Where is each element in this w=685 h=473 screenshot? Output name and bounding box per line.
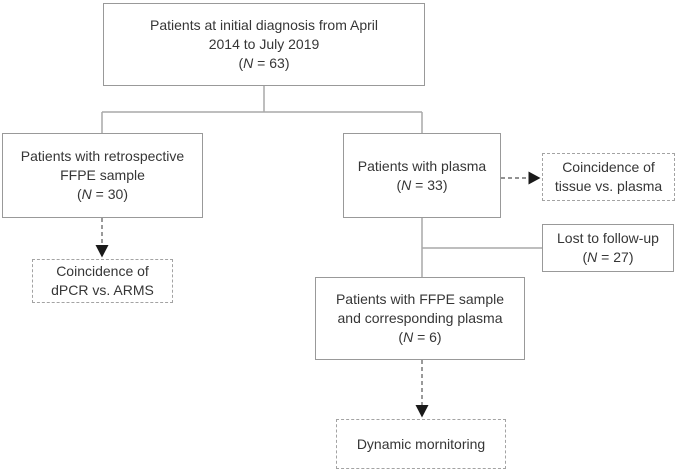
box-text-line: Coincidence of (562, 159, 655, 175)
box-ffpe-and-plasma: Patients with FFPE sample and correspond… (315, 277, 525, 360)
n-pre: ( (77, 186, 82, 202)
dashed-connectors (101, 177, 528, 405)
n-symbol: N (403, 329, 414, 345)
box-dpcr-coincidence: Coincidence of dPCR vs. ARMS (32, 259, 173, 303)
box-text-line: Patients with plasma (357, 157, 487, 174)
box-text-line: dPCR vs. ARMS (51, 282, 154, 298)
box-text-line: FFPE sample (60, 167, 145, 183)
solid-connectors (101, 86, 542, 278)
n-pre: ( (398, 329, 404, 345)
box-retrospective-ffpe: Patients with retrospective FFPE sample … (2, 133, 203, 218)
box-text-line: Lost to follow-up (557, 230, 659, 246)
box-text-line: Patients with retrospective (20, 148, 185, 164)
n-post: = 6) (413, 329, 442, 345)
n-symbol: N (243, 55, 254, 71)
n-symbol: N (81, 186, 92, 202)
n-pre: ( (238, 55, 244, 71)
box-plasma: Patients with plasma (N = 33) (343, 133, 501, 218)
box-text-line: Patients at initial diagnosis from April (150, 17, 378, 33)
box-dynamic-monitoring: Dynamic mornitoring (336, 419, 506, 469)
box-text-line: 2014 to July 2019 (208, 36, 320, 52)
n-post: = 63) (253, 55, 290, 71)
arrowhead-right-icon (528, 171, 541, 185)
box-initial-diagnosis: Patients at initial diagnosis from April… (103, 3, 425, 86)
box-lost-followup: Lost to follow-up (N = 27) (542, 224, 674, 272)
box-text-line: tissue vs. plasma (554, 178, 663, 194)
box-tissue-coincidence: Coincidence of tissue vs. plasma (542, 153, 675, 201)
n-count: (N = 6) (398, 328, 441, 347)
n-pre: ( (582, 249, 588, 265)
n-symbol: N (587, 249, 598, 265)
n-count: (N = 33) (397, 176, 448, 195)
n-count: (N = 27) (583, 248, 634, 267)
n-symbol: N (401, 176, 412, 193)
box-text-line: and corresponding plasma (337, 310, 503, 326)
arrowhead-down-icon (95, 245, 109, 258)
n-post: = 27) (597, 249, 634, 265)
box-text-line: Patients with FFPE sample (335, 291, 505, 307)
box-text-line: Coincidence of (56, 263, 149, 279)
box-text-line: Dynamic mornitoring (356, 435, 486, 452)
n-post: = 30) (91, 186, 128, 202)
n-count: (N = 63) (239, 54, 290, 73)
n-post: = 33) (411, 176, 448, 193)
n-pre: ( (396, 176, 402, 193)
n-count: (N = 30) (77, 185, 128, 204)
arrowhead-down-icon (415, 405, 429, 418)
arrowheads (95, 171, 541, 418)
